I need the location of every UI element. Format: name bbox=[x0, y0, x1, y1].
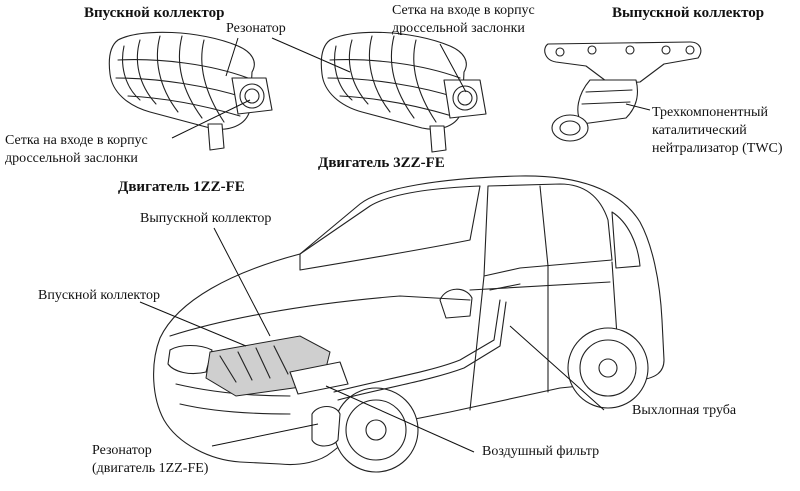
exhaust-manifold-twc-drawing bbox=[544, 41, 702, 142]
label-mesh-right: Сетка на входе в корпус дроссельной засл… bbox=[392, 2, 535, 38]
label-twc: Трехкомпонентный каталитический нейтрали… bbox=[652, 104, 783, 158]
title-intake-manifold: Впускной коллектор bbox=[84, 5, 225, 21]
label-twc-line1: Трехкомпонентный bbox=[652, 105, 768, 120]
label-resonator-top: Резонатор bbox=[226, 21, 286, 36]
label-exhaust-pipe: Выхлопная труба bbox=[632, 403, 737, 418]
label-mesh-left-line1: Сетка на входе в корпус bbox=[5, 133, 148, 148]
label-resonator-car-line1: Резонатор bbox=[92, 443, 152, 458]
title-exhaust-manifold: Выпускной коллектор bbox=[612, 5, 765, 21]
label-mesh-left-line2: дроссельной заслонки bbox=[5, 151, 138, 166]
label-mesh-left: Сетка на входе в корпус дроссельной засл… bbox=[5, 132, 148, 168]
label-mesh-right-line2: дроссельной заслонки bbox=[392, 21, 525, 36]
intake-manifold-1zz-drawing bbox=[108, 31, 273, 151]
label-car-exhaust-manifold: Выпускной коллектор bbox=[140, 211, 272, 226]
label-twc-line3: нейтрализатор (TWC) bbox=[652, 141, 783, 156]
title-engine-3zz: Двигатель 3ZZ-FE bbox=[318, 155, 445, 171]
label-air-filter: Воздушный фильтр bbox=[482, 444, 600, 459]
label-car-intake-manifold: Впускной коллектор bbox=[38, 288, 160, 303]
car-drawing bbox=[153, 175, 665, 473]
intake-manifold-3zz-drawing bbox=[320, 31, 487, 153]
title-engine-1zz: Двигатель 1ZZ-FE bbox=[118, 179, 245, 195]
label-resonator-car-line2: (двигатель 1ZZ-FE) bbox=[92, 461, 209, 476]
label-twc-line2: каталитический bbox=[652, 123, 747, 138]
label-resonator-car: Резонатор (двигатель 1ZZ-FE) bbox=[92, 442, 208, 478]
leader-lines bbox=[139, 37, 651, 453]
label-mesh-right-line1: Сетка на входе в корпус bbox=[392, 3, 535, 18]
